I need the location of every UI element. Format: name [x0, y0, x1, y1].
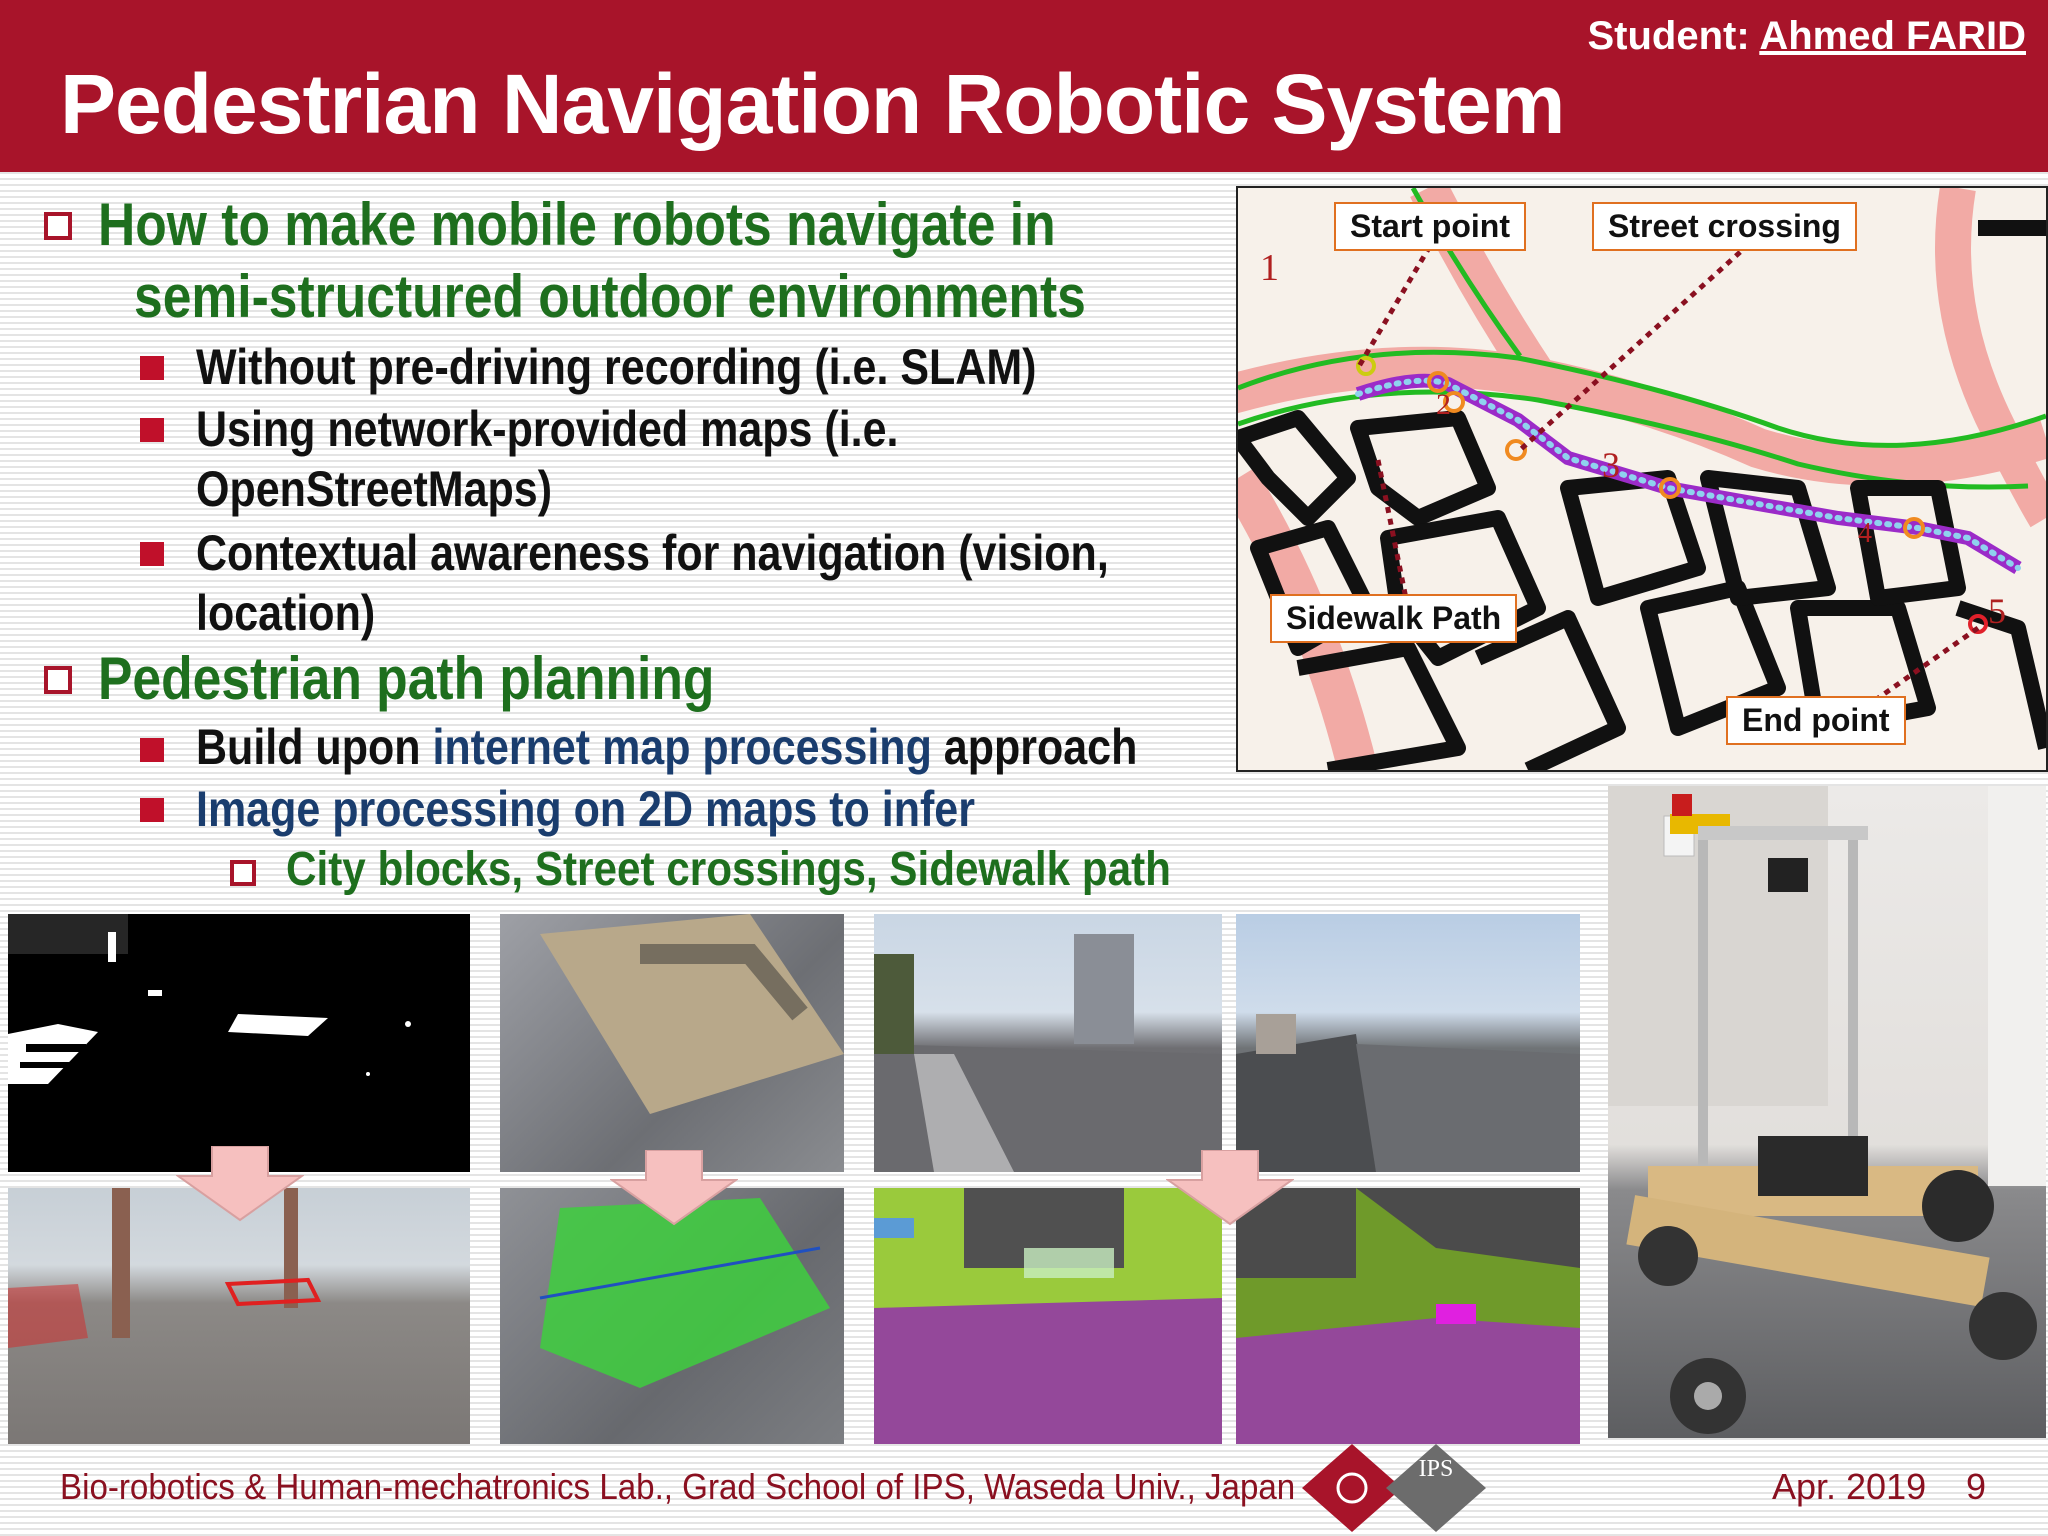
map-label-sidewalk-path: Sidewalk Path: [1270, 594, 1518, 643]
student-name: Ahmed FARID: [1759, 14, 2026, 58]
robot-photo: [1608, 786, 2046, 1438]
square-bullet-icon: [140, 418, 164, 442]
tactile-detection-photo: [500, 1188, 844, 1444]
bullet-1-line-2: semi-structured outdoor environments: [134, 263, 1086, 330]
bullet-2-sub-1: Build upon internet map processing appro…: [196, 718, 1137, 776]
street-photo-1: [874, 914, 1222, 1172]
university-logo-icon: [1302, 1444, 1402, 1532]
page-number: 9: [1966, 1466, 1987, 1507]
square-bullet-icon: [140, 542, 164, 566]
map-figure: Start point Street crossing Sidewalk Pat…: [1236, 186, 2048, 772]
bullet-1-sub-3-line-1: Contextual awareness for navigation (vis…: [196, 525, 1109, 581]
map-label-end-point: End point: [1726, 696, 1906, 745]
bullet-2-sub-2: Image processing on 2D maps to infer: [196, 781, 975, 837]
down-arrow-icon: [176, 1146, 304, 1222]
map-node-number: 2: [1436, 388, 1451, 421]
ips-logo-icon: [1386, 1444, 1486, 1532]
bullet-1-sub-3-line-2: location): [196, 585, 376, 641]
bullet-2-sub-1-highlight: internet map processing: [432, 719, 932, 775]
segmentation-image-1: [874, 1188, 1222, 1444]
street-photo-2: [1236, 914, 1580, 1172]
bullet-box-icon: [44, 666, 72, 694]
bullet-1-sub-2-line-2: OpenStreetMaps): [196, 461, 553, 517]
ips-logo-text: IPS: [1418, 1456, 1454, 1482]
bullet-1-sub-2-line-1: Using network-provided maps (i.e.: [196, 401, 899, 457]
bullet-2-sub-1-c: approach: [931, 719, 1138, 775]
down-arrow-icon: [610, 1150, 738, 1226]
bullet-2: Pedestrian path planning: [98, 645, 715, 712]
bullet-box-small-icon: [230, 860, 256, 886]
header-bar: [0, 0, 2048, 172]
map-node-number: 5: [1988, 591, 2006, 631]
bullet-2-sub-2-sub-1: City blocks, Street crossings, Sidewalk …: [286, 843, 1171, 896]
crossing-detection-photo: [8, 1188, 470, 1444]
footer-date: Apr. 2019: [1772, 1466, 1927, 1507]
map-label-start-point: Start point: [1334, 202, 1526, 251]
student-label: Student:: [1587, 14, 1760, 58]
tactile-paving-photo: [500, 914, 844, 1172]
down-arrow-icon: [1166, 1150, 1294, 1226]
square-bullet-icon: [140, 356, 164, 380]
bullet-1-sub-1: Without pre-driving recording (i.e. SLAM…: [196, 339, 1037, 395]
segmentation-image-2: [1236, 1188, 1580, 1444]
map-node-number: 1: [1260, 247, 1279, 289]
street-map-graphic: [1238, 188, 2046, 770]
map-node-number: 3: [1602, 445, 1620, 485]
map-label-street-crossing: Street crossing: [1592, 202, 1857, 251]
bullet-1-line-1: How to make mobile robots navigate in: [98, 191, 1056, 258]
bullet-2-sub-1-a: Build upon: [196, 719, 433, 775]
footer-lab-name: Bio-robotics & Human-mechatronics Lab., …: [60, 1466, 1296, 1507]
square-bullet-icon: [140, 738, 164, 762]
bullet-box-icon: [44, 212, 72, 240]
binary-mask-image: [8, 914, 470, 1172]
map-node-number: 4: [1858, 518, 1872, 549]
page-title: Pedestrian Navigation Robotic System: [60, 57, 1565, 151]
student-credit: Student: Ahmed FARID: [1587, 14, 2026, 59]
square-bullet-icon: [140, 798, 164, 822]
